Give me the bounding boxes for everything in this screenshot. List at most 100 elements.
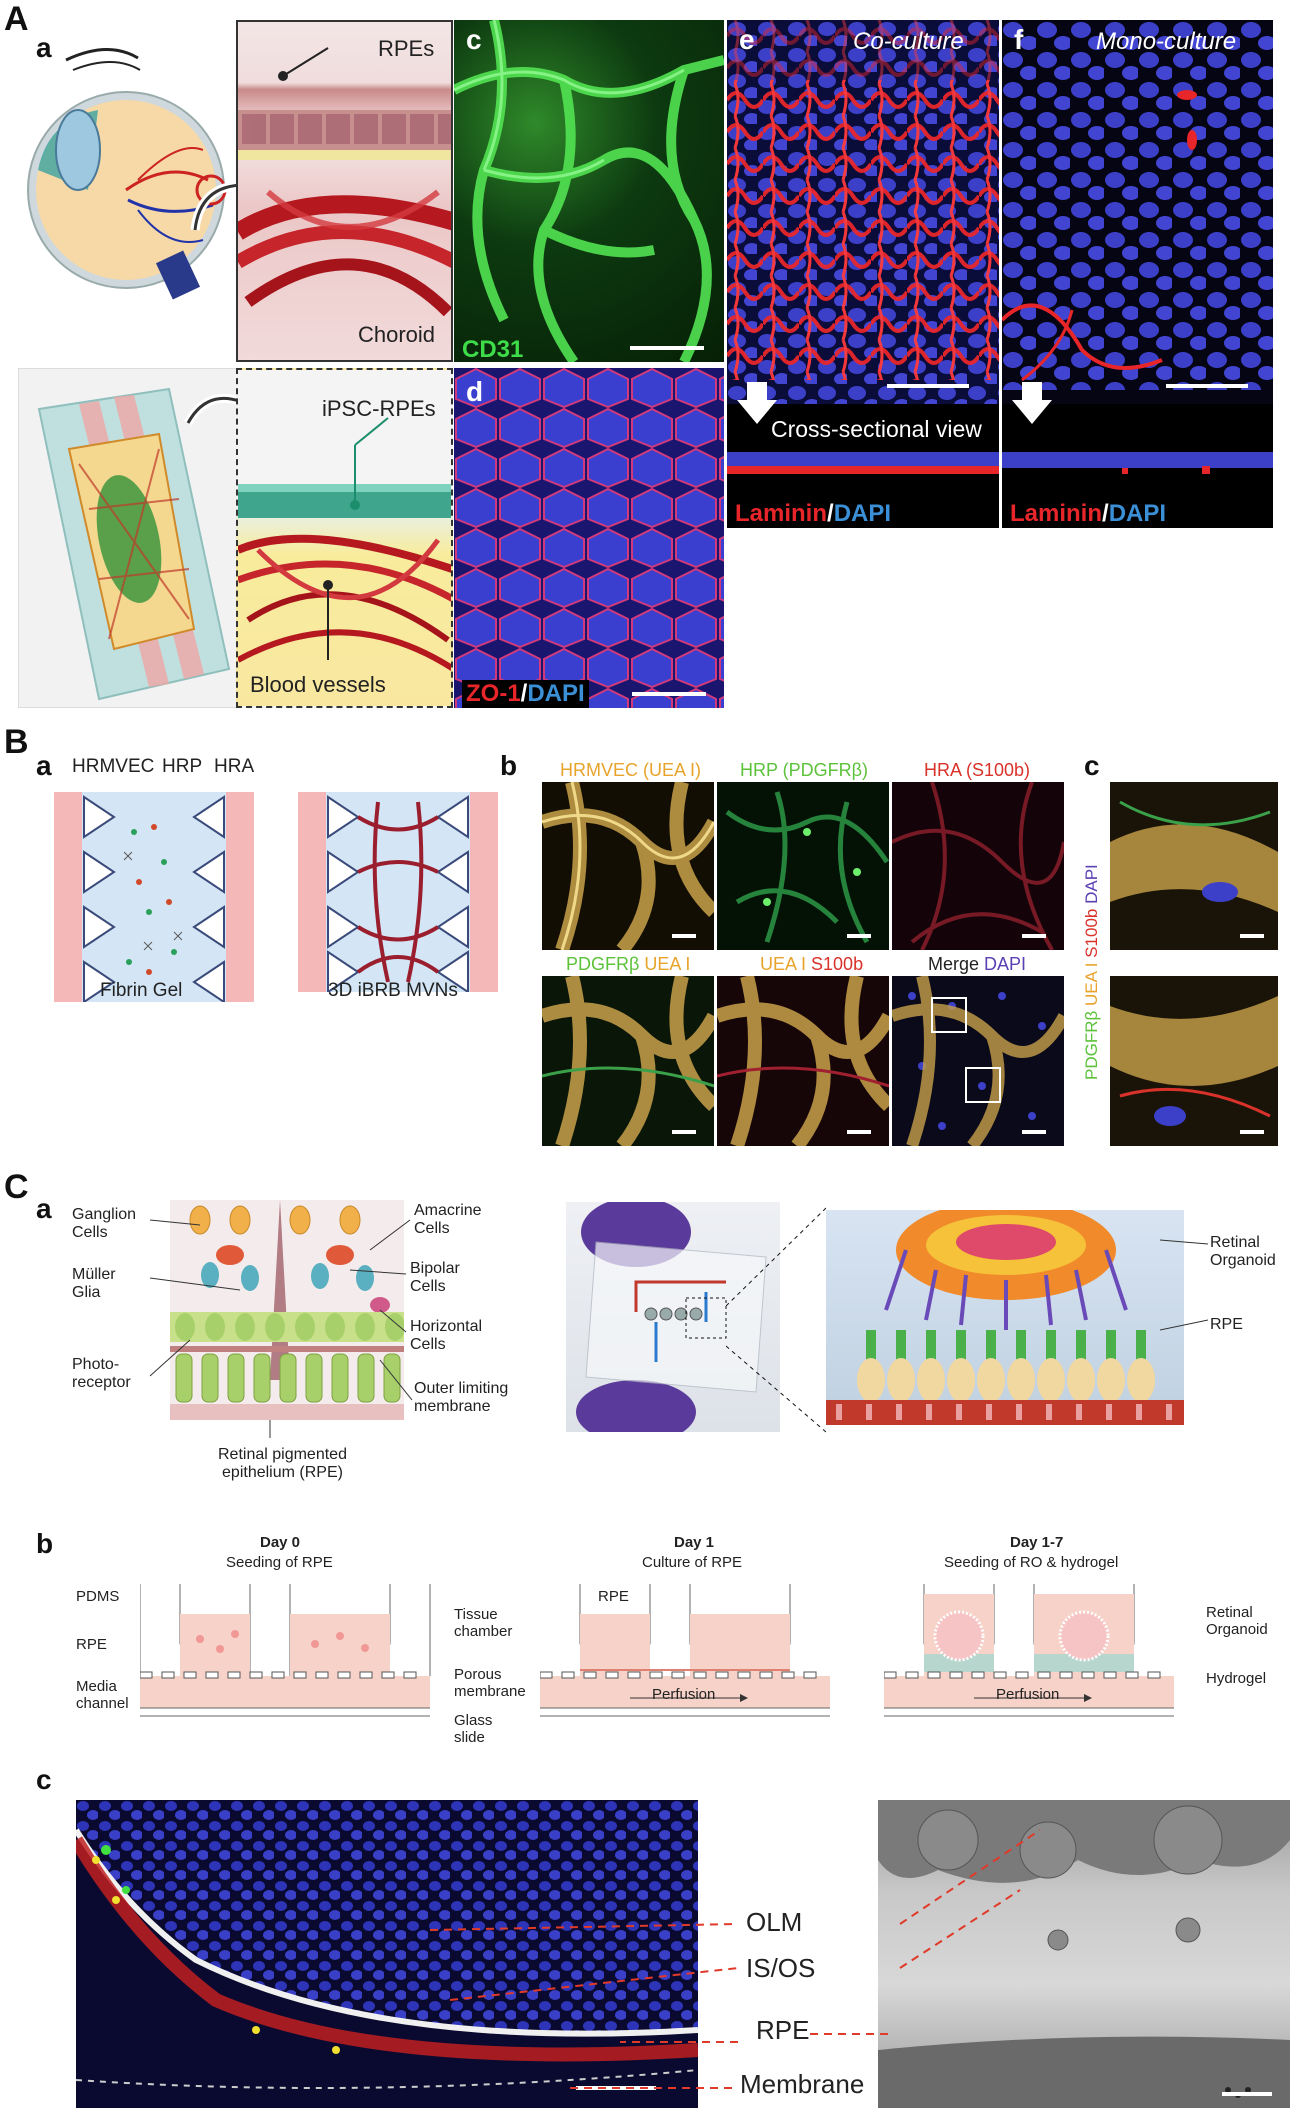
hra-s100b-label: HRA (S100b)	[924, 760, 1031, 780]
dashed-connectors	[420, 1810, 1080, 2110]
merge-dapi-label: Merge DAPI	[928, 954, 1026, 975]
media-channel-label: Media channel	[76, 1678, 129, 1713]
scale-bar-2	[632, 692, 706, 696]
day0-sub: Seeding of RPE	[226, 1554, 333, 1571]
ipsc-rpes-label: iPSC-RPEs	[322, 396, 436, 421]
cross-sectional-view-label: Cross-sectional view	[771, 416, 982, 442]
isos-label: IS/OS	[746, 1953, 816, 1983]
bipolar-label: Bipolar Cells	[410, 1260, 460, 1296]
uea-text-2: UEA I	[760, 954, 812, 974]
tem-micrograph	[878, 1800, 1290, 2108]
laminin-stain-label-2: Laminin/DAPI	[1010, 500, 1166, 528]
uea-s100b-label: UEA I S100b	[760, 954, 863, 975]
scale-bar-c4	[1222, 2092, 1272, 2096]
scale-bar-3	[887, 384, 969, 388]
panel-A-c-letter: c	[466, 24, 482, 55]
side-uea: UEA I	[1082, 957, 1101, 1006]
rpe-choroid-render: RPEs Choroid	[236, 20, 453, 362]
ibrb-mvn-diagram	[298, 792, 498, 992]
laminin-stain-label: Laminin/DAPI	[735, 500, 891, 528]
ganglion-label: Ganglion Cells	[72, 1206, 137, 1242]
organoid-leader-lines	[1160, 1220, 1210, 1360]
panel-A-letter: A	[4, 0, 29, 38]
side-pdgfrb: PDGFRβ	[1082, 1005, 1101, 1080]
olm-label: Outer limiting membrane	[414, 1380, 509, 1416]
amacrine-label: Amacrine Cells	[414, 1202, 482, 1238]
panel-C-b-letter: b	[36, 1528, 54, 1559]
organoid-render	[826, 1210, 1184, 1425]
panel-C-letter: C	[4, 1168, 29, 1206]
dapi-text-4: DAPI	[984, 954, 1027, 974]
cd31-stain-label: CD31	[462, 336, 524, 362]
side-s100b: S100b	[1082, 903, 1101, 958]
laminin-text: Laminin	[735, 500, 828, 527]
side-dapi: DAPI	[1082, 864, 1101, 904]
organoid-rpe-micrograph	[76, 1800, 698, 2108]
coculture-micrograph: e Co-culture Cross-sectional view Lamini…	[727, 20, 999, 528]
retina-layers-diagram	[170, 1200, 404, 1420]
dapi-text: DAPI	[527, 680, 585, 707]
zo1-text: ZO-1	[466, 680, 521, 707]
scale-bar-b1	[672, 934, 696, 938]
slash-text-3: /	[1102, 500, 1109, 527]
day1-title: Day 1	[674, 1534, 715, 1551]
fibrin-gel-diagram	[54, 792, 254, 1002]
monoculture-micrograph: f Mono-culture Laminin/DAPI	[1002, 20, 1273, 528]
hrp-pdgfrb-label: HRP (PDGFRβ)	[740, 760, 869, 780]
uea-text: UEA I	[644, 954, 691, 974]
panel-B-a-letter: a	[36, 750, 52, 781]
rpe-label-c: RPE	[756, 2015, 810, 2045]
panel-A-d-letter: d	[466, 376, 484, 407]
day17-chamber-diagram	[884, 1584, 1184, 1724]
hrp-micrograph	[717, 782, 889, 950]
tissue-chamber-label: Tissue chamber	[454, 1606, 513, 1641]
fibrin-gel-label: Fibrin Gel	[100, 980, 183, 1001]
slash-text: /	[520, 680, 528, 707]
retinal-organoid-label: Retinal Organoid	[1210, 1234, 1276, 1270]
down-arrow-icon	[737, 382, 777, 424]
muller-label: Müller Glia	[72, 1266, 116, 1302]
panel-A-f-letter: f	[1014, 24, 1024, 55]
scale-bar-b6	[1022, 1130, 1046, 1134]
porous-membrane-label: Porous membrane	[454, 1666, 526, 1701]
laminin-text-2: Laminin	[1010, 500, 1103, 527]
rpe-label-b: RPE	[76, 1636, 107, 1653]
hra-micrograph	[892, 782, 1064, 950]
blood-vessels-label: Blood vessels	[250, 672, 386, 697]
s100b-text: S100b	[811, 954, 864, 974]
day1-chamber-diagram	[540, 1584, 840, 1724]
uea-s100b-micrograph	[717, 976, 889, 1146]
zoom-micrograph-2	[1110, 976, 1278, 1146]
scale-bar-b4	[672, 1130, 696, 1134]
scale-bar-4	[1166, 384, 1248, 388]
pdgfrb-text: PDGFRβ	[566, 954, 645, 974]
hrp-label: HRP	[162, 756, 203, 777]
rpe-label-b2: RPE	[598, 1588, 629, 1605]
merge-micrograph	[892, 976, 1064, 1146]
pdgfrb-uea-micrograph	[542, 976, 714, 1146]
choroid-label: Choroid	[358, 322, 436, 347]
chip-photo	[566, 1202, 780, 1432]
horizontal-label: Horizontal Cells	[410, 1318, 483, 1354]
day1-sub: Culture of RPE	[642, 1554, 743, 1571]
scale-bar-b5	[847, 1130, 871, 1134]
scale-bar-c1	[1240, 934, 1264, 938]
perfusion-label-2: Perfusion	[996, 1686, 1060, 1703]
membrane-label: Membrane	[740, 2069, 865, 2099]
microfluidic-chip-illustration	[18, 368, 238, 708]
retinal-organoid-label-b: Retinal Organoid	[1206, 1604, 1268, 1639]
panel-A-e-letter: e	[739, 24, 755, 55]
hrmvec-uea-label: HRMVEC (UEA I)	[560, 760, 702, 780]
rpes-label: RPEs	[378, 36, 435, 61]
zo1-stain-label: ZO-1/DAPI	[462, 680, 589, 708]
zoom-dash-lines	[726, 1206, 826, 1436]
panel-B-b-letter: b	[500, 750, 518, 781]
dapi-text-3: DAPI	[1108, 500, 1167, 527]
perfusion-label: Perfusion	[652, 1686, 716, 1703]
hrmvec-micrograph	[542, 782, 714, 950]
b-c-side-label: PDGFRβ UEA I S100b DAPI	[1082, 864, 1102, 1080]
scale-bar-b3	[1022, 934, 1046, 938]
ipsc-rpe-render: iPSC-RPEs Blood vessels	[236, 368, 453, 708]
panel-B-letter: B	[4, 723, 29, 761]
coculture-title: Co-culture	[853, 28, 964, 55]
